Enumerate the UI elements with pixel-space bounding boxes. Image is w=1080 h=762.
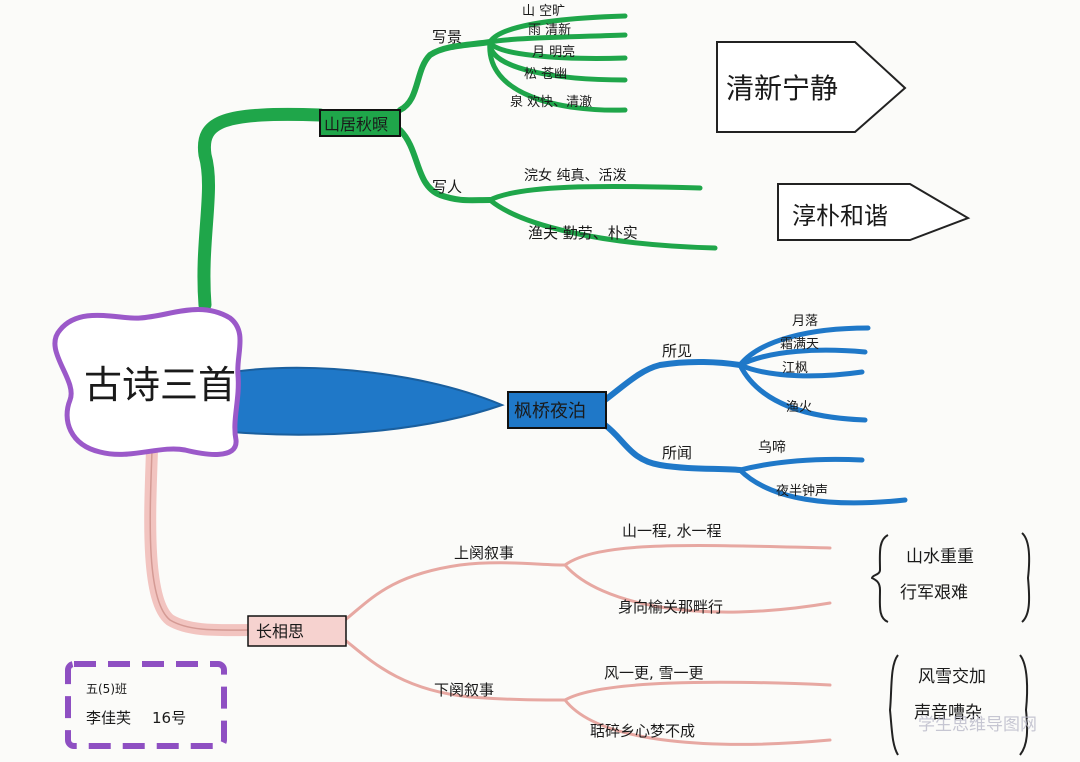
author-box [65, 661, 227, 749]
changxiang-summary-line-1: 山水重重 [906, 547, 974, 567]
shanju-sub2-label: 写人 [432, 178, 462, 196]
summary-arrow-shape-1 [716, 41, 907, 133]
center-title: 古诗三首 [84, 363, 236, 407]
shanju-leaf-5: 浣女 纯真、活泼 [524, 167, 626, 184]
leaf-line-guosui [563, 698, 832, 746]
fengqiao-sub1-label: 所见 [662, 342, 692, 360]
leaf-line-wuti [737, 456, 865, 473]
connector-shanju-to-xieren [397, 127, 493, 204]
author-name: 李佳芙 [86, 709, 131, 727]
changxiang-summary2-line-1: 风雪交加 [918, 667, 986, 687]
changxiang-leaf-2: 风一更, 雪一更 [604, 664, 704, 682]
shanju-sub1-label: 写景 [432, 28, 462, 46]
leaf-line-shenxiang [563, 563, 832, 614]
leaf-line-huannv [487, 183, 703, 203]
connector-changxiang-to-xiaque [343, 638, 567, 702]
changxiang-title-box [247, 615, 347, 647]
leaf-line-shuangman [737, 347, 868, 368]
connector-shanju-to-xiejing [397, 39, 493, 113]
leaf-line-quan [487, 39, 628, 113]
leaf-line-yueluo [737, 325, 871, 368]
summary-bracket-2-right [1019, 654, 1029, 756]
leaf-line-song [487, 39, 628, 83]
shanju-leaf-3: 松 苍幽 [524, 67, 567, 82]
author-class: 五(5)班 [86, 682, 127, 696]
author-number: 16号 [152, 709, 186, 727]
connector-center-to-changxiang [144, 444, 256, 637]
branch-changxiang [144, 444, 832, 746]
leaf-line-shanyicheng [563, 543, 832, 567]
changxiang-leaf-3: 聒碎乡心梦不成 [590, 722, 695, 740]
shanju-title: 山居秋暝 [324, 115, 388, 134]
leaf-line-yu [487, 32, 628, 45]
shanju-leaf-6: 渔夫 勤劳、朴实 [528, 224, 638, 242]
leaf-line-yuhuo [737, 362, 868, 423]
summary-brace-1 [870, 534, 889, 623]
leaf-line-yue [487, 39, 628, 61]
summary-bracket-2-left [888, 654, 899, 756]
connector-fengqiao-to-suowen [602, 422, 743, 473]
changxiang-leaf-1: 身向榆关那畔行 [618, 598, 723, 616]
shanju-leaf-2: 月 明亮 [532, 44, 575, 60]
changxiang-summary2-line-2: 声音嘈杂 [914, 703, 982, 723]
shanju-leaf-0: 山 空旷 [522, 4, 565, 19]
leaf-line-yufu [487, 197, 718, 251]
leaf-line-fengyigeng [563, 680, 832, 702]
fengqiao-leaf-0: 月落 [792, 314, 818, 329]
summary-bracket-1-right [1021, 532, 1031, 623]
fengqiao-leaf-5: 夜半钟声 [776, 483, 828, 499]
fengqiao-title: 枫桥夜泊 [514, 401, 586, 422]
fengqiao-leaf-3: 渔火 [786, 400, 812, 415]
fengqiao-leaf-2: 江枫 [782, 361, 808, 376]
fengqiao-sub2-label: 所闻 [662, 444, 692, 462]
leaf-line-zhongsheng [737, 467, 908, 506]
changxiang-leaf-0: 山一程, 水一程 [622, 522, 722, 540]
connector-center-to-fengqiao [231, 366, 505, 436]
fengqiao-leaf-1: 霜满天 [780, 337, 819, 352]
shanju-leaf-1: 雨 清新 [528, 22, 571, 38]
branch-shanju [197, 13, 718, 312]
fengqiao-title-box [507, 391, 607, 429]
connector-center-to-changxiang-edge [149, 449, 251, 631]
watermark: 学生思维导图网 [918, 715, 1037, 735]
fengqiao-leaf-4: 乌啼 [758, 440, 786, 456]
leaf-line-jiangfeng [737, 362, 865, 379]
changxiang-sub1-label: 上阕叙事 [454, 544, 514, 562]
shanju-title-box [319, 109, 401, 137]
changxiang-title: 长相思 [256, 622, 304, 641]
changxiang-sub2-label: 下阕叙事 [434, 681, 494, 699]
connector-changxiang-to-shangque [343, 561, 567, 622]
branch-fengqiao [231, 325, 908, 506]
shanju-summary: 清新宁静 [726, 72, 838, 105]
shanju-leaf-4: 泉 欢快、清澈 [510, 94, 592, 110]
summary-arrow-shape-2 [777, 183, 971, 241]
shanju-summary-2: 淳朴和谐 [792, 202, 888, 230]
center-cloud [52, 307, 243, 457]
leaf-line-shan [487, 13, 628, 45]
connector-fengqiao-to-suojian [602, 358, 743, 403]
changxiang-summary-line-2: 行军艰难 [900, 583, 968, 603]
connector-center-to-shanju [197, 107, 327, 312]
